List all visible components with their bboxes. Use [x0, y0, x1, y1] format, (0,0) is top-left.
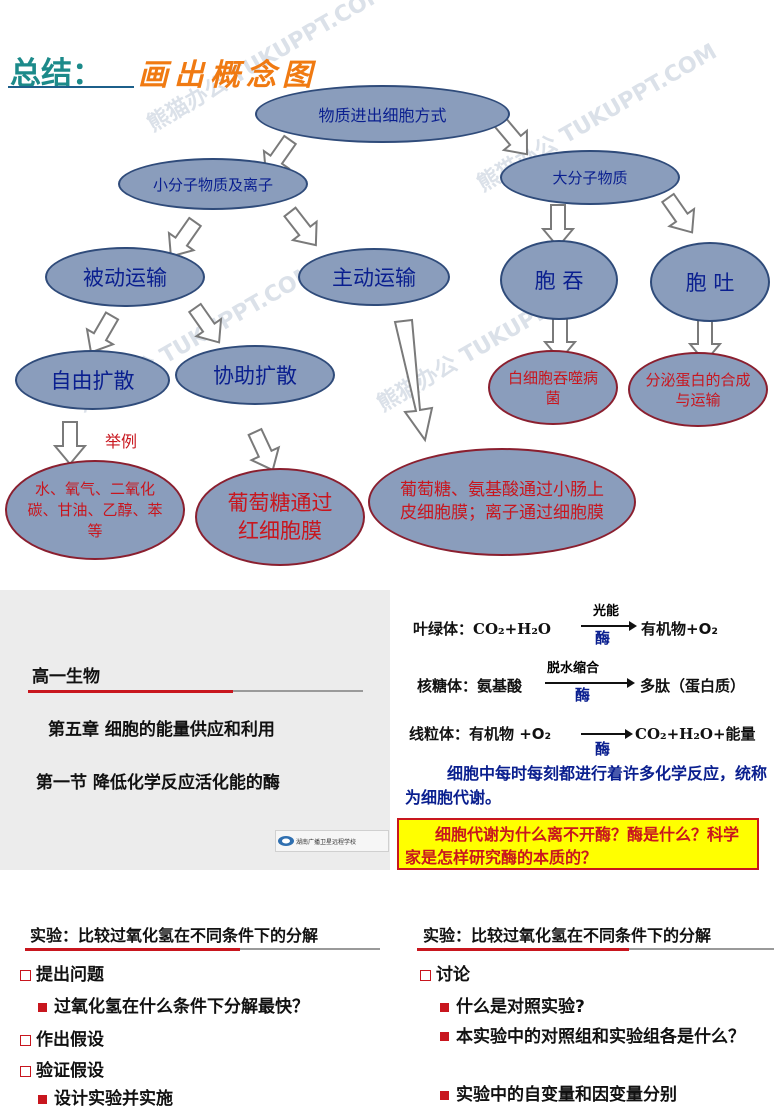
node-endocytosis: 胞 吞 [500, 240, 618, 320]
title-main: 画出概念图 [138, 58, 318, 93]
metabolism-definition: 细胞中每时每刻都进行着许多化学反应，统称为细胞代谢。 [405, 764, 768, 807]
bullet-item: 讨论 [420, 960, 470, 985]
bullet-item: 过氧化氢在什么条件下分解最快？ [38, 992, 309, 1017]
course-title-slide: 高一生物 第五章 细胞的能量供应和利用 第一节 降低化学反应活化能的酶 湖南广播… [0, 590, 390, 870]
square-bullet-icon [420, 969, 431, 981]
eq3-condition-bottom: 酶 [595, 740, 611, 758]
eq2-condition-bottom: 酶 [575, 686, 591, 704]
bullet-item: 作出假设 [20, 1025, 104, 1050]
eq3-arrow [581, 729, 633, 739]
filled-bullet-icon [440, 1032, 449, 1041]
heading-underline [417, 948, 629, 951]
arrow-active-to-example [393, 318, 434, 443]
arrow-passive-to-facilitated [181, 298, 233, 353]
eq2-condition-top: 脱水缩合 [547, 661, 600, 676]
filled-bullet-icon [38, 1094, 47, 1104]
arrow-small-to-active [277, 201, 329, 256]
node-active-example: 葡萄糖、氨基酸通过小肠上皮细胞膜；离子通过细胞膜 [368, 448, 636, 556]
subject-underline [28, 690, 233, 693]
square-bullet-icon [20, 969, 31, 981]
node-free-diffusion: 自由扩散 [15, 350, 170, 410]
school-logo-icon [278, 836, 294, 846]
eq1-product: 有机物+O₂ [641, 620, 718, 638]
course-subject: 高一生物 [32, 667, 100, 687]
bullet-item: 验证假设 [20, 1056, 104, 1081]
node-facilitated-diffusion: 协助扩散 [175, 345, 335, 405]
node-exocytosis: 胞 吐 [650, 242, 770, 322]
filled-bullet-icon [38, 1002, 47, 1012]
bullet-item: 设计实验并实施 [38, 1084, 173, 1109]
node-facilitated-example: 葡萄糖通过红细胞膜 [195, 468, 365, 566]
node-root: 物质进出细胞方式 [255, 85, 510, 143]
experiment-slide-1: 实验：比较过氧化氢在不同条件下的分解 提出问题 过氧化氢在什么条件下分解最快？ … [0, 880, 390, 1109]
eq2-product: 多肽（蛋白质） [640, 677, 746, 695]
concept-arrows [54, 111, 721, 478]
square-bullet-icon [20, 1034, 31, 1046]
enzyme-question: 细胞代谢为什么离不开酶？酶是什么？科学家是怎样研究酶的本质的？ [405, 825, 740, 867]
node-exocytosis-example: 分泌蛋白的合成与运输 [628, 352, 768, 427]
eq3-product: CO₂+H₂O+能量 [635, 725, 756, 743]
bullet-item: 什么是对照实验? [440, 992, 585, 1017]
square-bullet-icon [20, 1065, 31, 1077]
node-free-diffusion-example: 水、氧气、二氧化碳、甘油、乙醇、苯等 [5, 460, 185, 560]
heading-underline-gray [629, 948, 774, 950]
equation-ribosome: 核糖体：氨基酸 [417, 677, 523, 695]
experiment-heading: 实验：比较过氧化氢在不同条件下的分解 [423, 926, 712, 945]
school-name: 湖南广播卫星远程学校 [296, 838, 357, 846]
eq1-condition-top: 光能 [593, 604, 620, 619]
bullet-item: 实验中的自变量和因变量分别 [440, 1080, 677, 1105]
node-endocytosis-example: 白细胞吞噬病菌 [488, 350, 618, 425]
experiment-slide-2: 实验：比较过氧化氢在不同条件下的分解 讨论 什么是对照实验? 本实验中的对照组和… [395, 880, 780, 1105]
heading-underline-gray [240, 948, 380, 950]
experiment-heading: 实验：比较过氧化氢在不同条件下的分解 [30, 926, 319, 945]
eq1-condition-bottom: 酶 [595, 629, 611, 647]
chapter-title: 第五章 细胞的能量供应和利用 [48, 720, 275, 740]
heading-underline [25, 948, 240, 951]
concept-map-slide: 熊猫办公 TUKUPPT.COM 熊猫办公 TUKUPPT.COM 熊猫办公 T… [5, 0, 770, 566]
bullet-item: 提出问题 [20, 960, 104, 985]
eq2-arrow [545, 678, 635, 688]
filled-bullet-icon [440, 1090, 449, 1100]
bullet-item: 本实验中的对照组和实验组各是什么？ [440, 1025, 760, 1049]
subject-underline-gray [233, 690, 363, 692]
equation-chloroplast: 叶绿体：CO₂+H₂O [413, 620, 551, 638]
filled-bullet-icon [440, 1002, 449, 1012]
equation-mitochondria: 线粒体：有机物 +O₂ [409, 725, 552, 743]
section-title: 第一节 降低化学反应活化能的酶 [36, 773, 280, 793]
example-label: 举例 [105, 432, 138, 451]
eq1-arrow [581, 621, 637, 631]
arrow-large-to-exo [654, 188, 706, 243]
school-logo: 湖南广播卫星远程学校 [275, 830, 389, 852]
node-small-molecules: 小分子物质及离子 [118, 158, 308, 210]
title-underline [8, 86, 134, 88]
node-active-transport: 主动运输 [298, 248, 450, 306]
arrow-free-to-example [54, 421, 86, 465]
enzyme-question-box: 细胞代谢为什么离不开酶？酶是什么？科学家是怎样研究酶的本质的？ [397, 818, 759, 870]
metabolism-slide: 叶绿体：CO₂+H₂O 光能 酶 有机物+O₂ 核糖体：氨基酸 脱水缩合 酶 多… [395, 590, 780, 875]
node-passive-transport: 被动运输 [45, 247, 205, 307]
node-large-molecules: 大分子物质 [500, 150, 680, 205]
